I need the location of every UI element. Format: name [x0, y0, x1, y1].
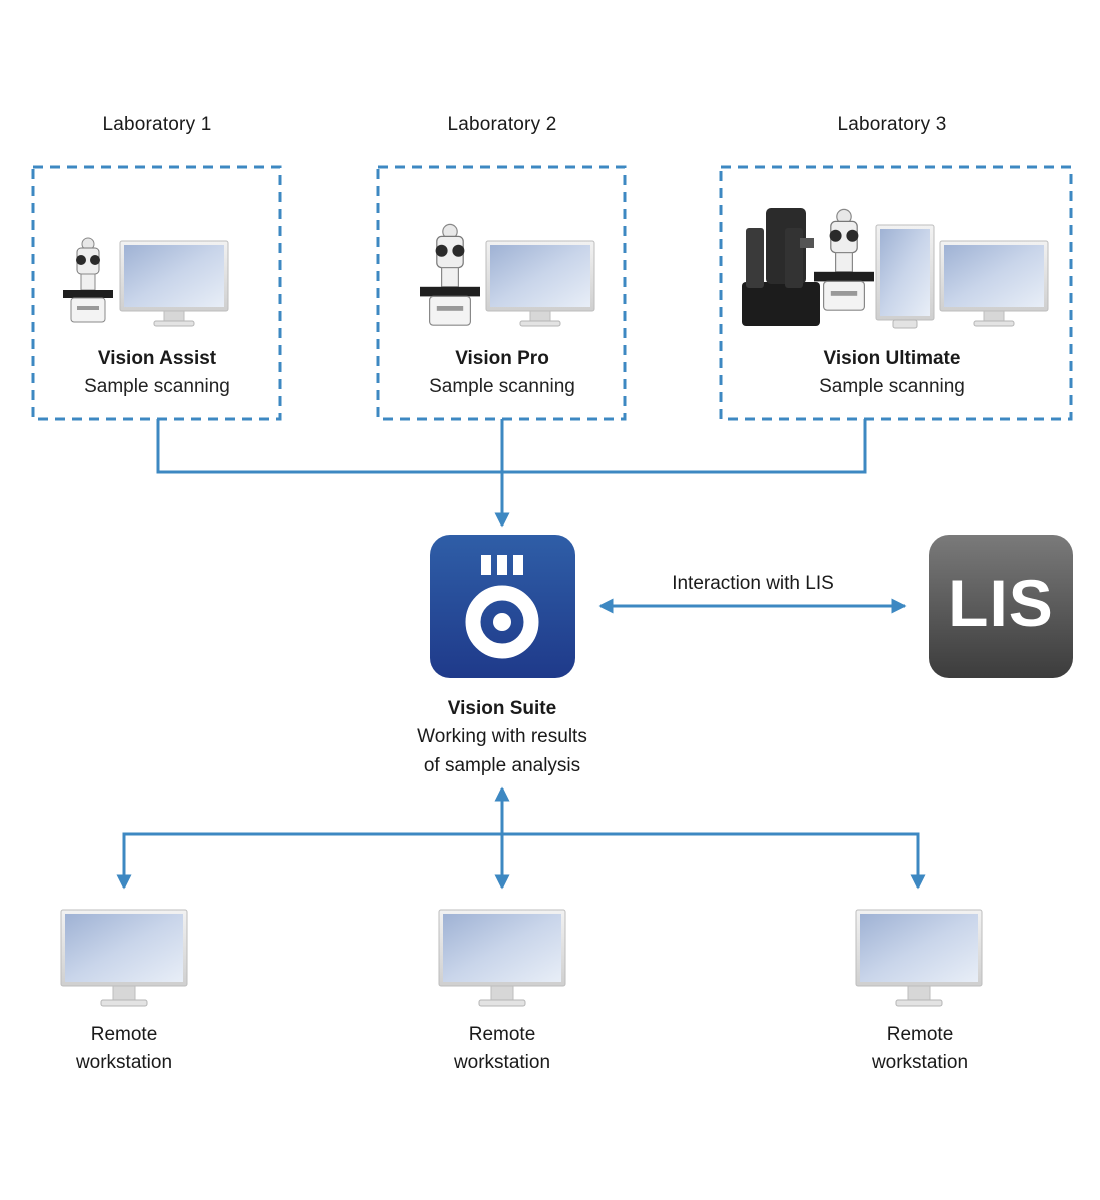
device-task-2: Sample scanning	[429, 376, 575, 397]
workstation-line-1: Remote	[468, 1024, 536, 1045]
lab-title-1: Laboratory 1	[102, 114, 212, 135]
lis-connection-label: Interaction with LIS	[672, 573, 834, 594]
monitor-icon	[855, 909, 983, 1007]
monitor-icon	[939, 240, 1049, 327]
device-name-1: Vision Assist	[97, 348, 217, 369]
scanner-icon	[742, 208, 820, 326]
connector-lab1	[156, 419, 867, 474]
device-name-2: Vision Pro	[455, 348, 549, 369]
monitor-icon	[485, 240, 595, 327]
monitor-icon	[875, 224, 935, 329]
workstation-label-3: Remote workstation	[820, 1021, 1020, 1077]
ws-connector-right	[502, 832, 926, 890]
ws-connector-left	[116, 832, 502, 890]
vision-suite-icon	[430, 535, 575, 678]
lab-box-2	[376, 165, 627, 421]
lab-title-3: Laboratory 3	[837, 114, 947, 135]
device-task-1: Sample scanning	[84, 376, 230, 397]
monitor-icon	[60, 909, 188, 1007]
workstation-line-2: workstation	[871, 1052, 969, 1073]
lab-title-2: Laboratory 2	[447, 114, 557, 135]
device-name-3: Vision Ultimate	[823, 348, 961, 369]
workstation-line-1: Remote	[90, 1024, 158, 1045]
workstation-line-2: workstation	[75, 1052, 173, 1073]
workstation-label-1: Remote workstation	[24, 1021, 224, 1077]
microscope-icon	[813, 208, 875, 311]
suite-desc-1: Working with results	[417, 726, 587, 747]
microscope-icon	[62, 237, 114, 323]
monitor-icon	[119, 240, 229, 327]
lab-box-3	[719, 165, 1073, 421]
lis-label: LIS	[948, 566, 1054, 640]
suite-name: Vision Suite	[447, 698, 557, 719]
device-task-3: Sample scanning	[819, 376, 965, 397]
microscope-icon	[419, 223, 481, 326]
workstation-line-1: Remote	[886, 1024, 954, 1045]
lab-box-1	[31, 165, 282, 421]
workstation-line-2: workstation	[453, 1052, 551, 1073]
monitor-icon	[438, 909, 566, 1007]
lis-icon	[929, 535, 1073, 678]
suite-desc-2: of sample analysis	[423, 755, 581, 776]
workstation-label-2: Remote workstation	[402, 1021, 602, 1077]
